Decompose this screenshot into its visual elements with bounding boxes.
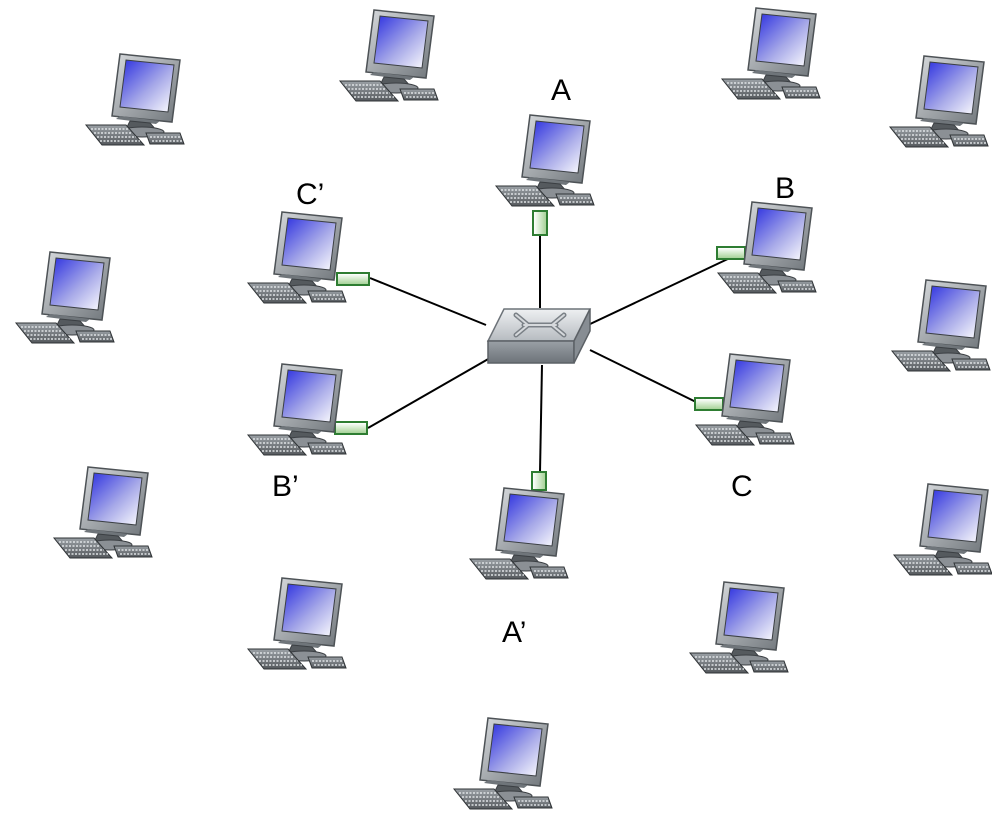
host-computer: [242, 576, 352, 671]
host-computer-C-prime: [242, 210, 352, 305]
host-label-A-prime: A’: [502, 616, 527, 649]
adapter-A: [532, 210, 548, 236]
host-computer: [886, 278, 992, 373]
adapter-C-prime: [336, 272, 370, 286]
host-computer-B: [712, 200, 822, 295]
host-label-A: A: [551, 74, 572, 107]
ethernet-switch-icon: [486, 308, 592, 364]
host-computer: [80, 52, 190, 147]
link-switch-to-A-prime: [539, 364, 543, 473]
host-computer: [334, 8, 444, 103]
host-computer-A: [490, 113, 600, 208]
host-computer: [888, 482, 992, 577]
link-switch-to-B: [587, 256, 733, 326]
host-computer: [10, 250, 120, 345]
host-computer: [716, 6, 826, 101]
link-switch-to-B-prime: [367, 357, 491, 429]
host-computer-A-prime: [464, 486, 574, 581]
host-computer: [884, 54, 992, 149]
link-switch-to-C: [589, 349, 697, 403]
host-label-C: C: [731, 470, 753, 503]
host-computer-B-prime: [242, 362, 352, 457]
host-label-C-prime: C’: [296, 178, 325, 211]
host-computer: [684, 580, 794, 675]
host-computer: [448, 716, 558, 811]
host-label-B: B: [775, 172, 796, 205]
link-switch-to-C-prime: [369, 277, 487, 326]
host-label-B-prime: B’: [272, 470, 299, 503]
host-computer: [48, 465, 158, 560]
host-computer-C: [690, 352, 800, 447]
adapter-A-prime: [531, 471, 547, 491]
